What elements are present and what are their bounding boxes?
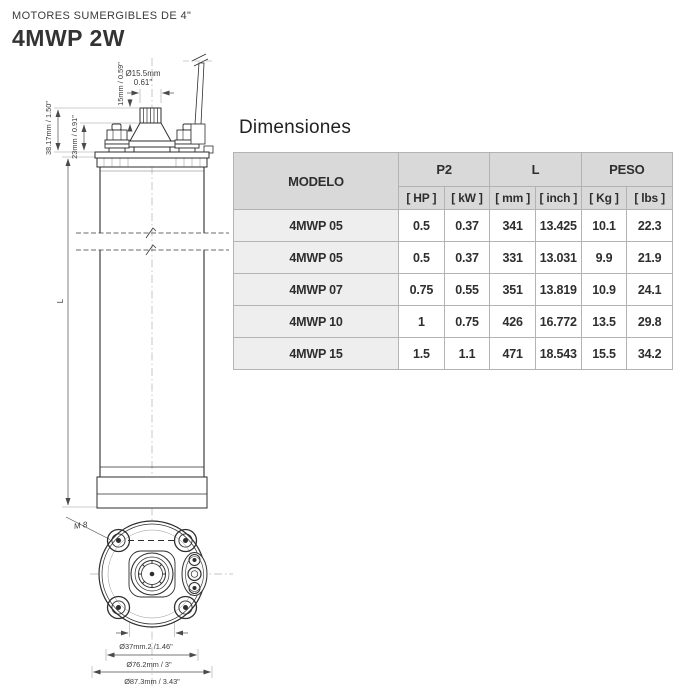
table-row: 4MWP 15 1.5 1.1 471 18.543 15.5 34.2 — [232, 337, 673, 370]
cell-hp: 1 — [398, 305, 445, 338]
dim-shaft-dia-inch: 0.61" — [134, 78, 153, 87]
col-header-inch: [ inch ] — [534, 186, 582, 210]
cell-inch: 18.543 — [534, 337, 582, 370]
left-bolt — [104, 123, 130, 153]
dim-spline-height: 15mm / 0.59" — [116, 62, 125, 106]
cell-hp: 0.75 — [398, 273, 445, 306]
cell-kw: 0.37 — [443, 209, 491, 242]
top-flange — [94, 151, 210, 168]
cell-kw: 0.55 — [443, 273, 491, 306]
bolt-hole-top-left — [106, 528, 131, 553]
col-group-peso: PESO — [580, 152, 674, 187]
bolt-hole-bottom-right — [173, 595, 198, 620]
dim-bolt-circle: Ø76.2mm / 3" — [126, 660, 172, 669]
col-header-hp: [ HP ] — [398, 186, 445, 210]
break-lines — [76, 227, 229, 256]
cell-kg: 13.5 — [580, 305, 628, 338]
dim-shaft-dia-mm: Ø15.5mm — [125, 69, 160, 78]
cell-model: 4MWP 15 — [232, 337, 400, 370]
cell-mm: 341 — [489, 209, 536, 242]
cell-inch: 13.425 — [534, 209, 582, 242]
table-row: 4MWP 05 0.5 0.37 331 13.031 9.9 21.9 — [232, 241, 673, 274]
dim-total-height: 38.17mm / 1.50" — [44, 101, 53, 155]
motor-body — [99, 166, 205, 477]
bolt-hole-bottom-left — [106, 595, 131, 620]
page-title: 4MWP 2W — [12, 25, 125, 51]
table-row: 4MWP 05 0.5 0.37 341 13.425 10.1 22.3 — [232, 209, 673, 242]
cell-model: 4MWP 05 — [232, 241, 400, 274]
bolt-hole-top-right — [173, 528, 198, 553]
dimension-labels: 38.17mm / 1.50" 23mm / 0.91" 15mm / 0.59… — [44, 62, 180, 686]
cell-mm: 471 — [489, 337, 536, 370]
cell-kw: 0.75 — [443, 305, 491, 338]
power-cable — [183, 53, 214, 154]
cell-model: 4MWP 07 — [232, 273, 400, 306]
cell-kw: 0.37 — [443, 241, 491, 274]
col-header-kw: [ kW ] — [443, 186, 491, 210]
technical-drawing: 38.17mm / 1.50" 23mm / 0.91" 15mm / 0.59… — [44, 53, 233, 688]
dim-thread: M 8 — [73, 520, 88, 531]
dim-shoulder-height: 23mm / 0.91" — [70, 115, 79, 159]
shaft-spline — [127, 107, 177, 153]
dim-spigot: Ø37mm.2 /1.46" — [119, 642, 173, 651]
section-title: Dimensiones — [239, 117, 352, 138]
cell-kg: 10.9 — [580, 273, 628, 306]
cell-lbs: 21.9 — [626, 241, 673, 274]
shaft-hub — [128, 550, 176, 598]
dimension-lines — [55, 90, 211, 675]
cell-hp: 1.5 — [398, 337, 445, 370]
motor-front-view — [76, 53, 229, 509]
dim-length-symbol: L — [56, 298, 65, 303]
cell-mm: 351 — [489, 273, 536, 306]
cell-kw: 1.1 — [443, 337, 491, 370]
cell-model: 4MWP 05 — [232, 209, 400, 242]
cell-mm: 331 — [489, 241, 536, 274]
col-header-modelo: MODELO — [232, 152, 400, 210]
col-header-kg: [ Kg ] — [580, 186, 628, 210]
motor-bottom-view — [98, 520, 208, 628]
col-group-p2: P2 — [398, 152, 491, 187]
cell-inch: 16.772 — [534, 305, 582, 338]
col-header-lbs: [ lbs ] — [626, 186, 673, 210]
cell-hp: 0.5 — [398, 241, 445, 274]
product-category: MOTORES SUMERGIBLES DE 4" — [12, 10, 192, 22]
cell-kg: 9.9 — [580, 241, 628, 274]
cell-inch: 13.819 — [534, 273, 582, 306]
bottom-band — [96, 476, 208, 509]
table-row: 4MWP 07 0.75 0.55 351 13.819 10.9 24.1 — [232, 273, 673, 306]
cell-kg: 10.1 — [580, 209, 628, 242]
cell-lbs: 29.8 — [626, 305, 673, 338]
cell-lbs: 22.3 — [626, 209, 673, 242]
cell-model: 4MWP 10 — [232, 305, 400, 338]
table-row: 4MWP 10 1 0.75 426 16.772 13.5 29.8 — [232, 305, 673, 338]
cell-inch: 13.031 — [534, 241, 582, 274]
dim-outer: Ø87.3mm / 3.43" — [124, 677, 180, 686]
col-group-l: L — [489, 152, 582, 187]
dimensions-table: MODELO P2 L PESO [ HP ] [ kW ] [ mm ] [ … — [232, 152, 674, 370]
cell-lbs: 34.2 — [626, 337, 673, 370]
page-header: MOTORES SUMERGIBLES DE 4" 4MWP 2W — [12, 10, 191, 52]
cell-hp: 0.5 — [398, 209, 445, 242]
cable-connector — [181, 552, 208, 596]
cell-mm: 426 — [489, 305, 536, 338]
cell-kg: 15.5 — [580, 337, 628, 370]
col-header-mm: [ mm ] — [489, 186, 536, 210]
cell-lbs: 24.1 — [626, 273, 673, 306]
